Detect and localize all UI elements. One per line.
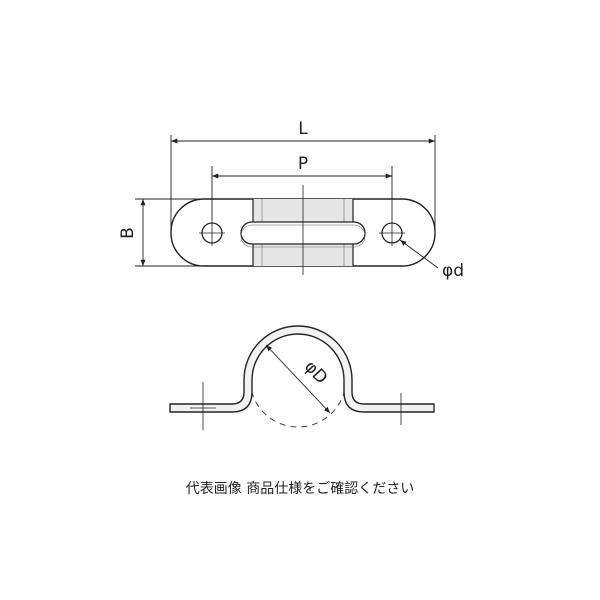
strap-profile-outer [169,325,435,413]
label-phi-d: φd [442,261,464,281]
label-L: L [298,119,308,139]
caption: 代表画像 商品仕様をご確認ください [185,481,415,497]
dimension-L: L [170,119,436,232]
side-view: φD [169,325,435,430]
label-P: P [298,154,308,174]
top-view [170,185,436,275]
dimension-B: B [118,198,200,267]
dimension-P: P [211,154,393,220]
label-B: B [118,227,138,239]
dimension-hole-diameter: φd [399,239,464,281]
label-phi-D: φD [300,357,331,388]
